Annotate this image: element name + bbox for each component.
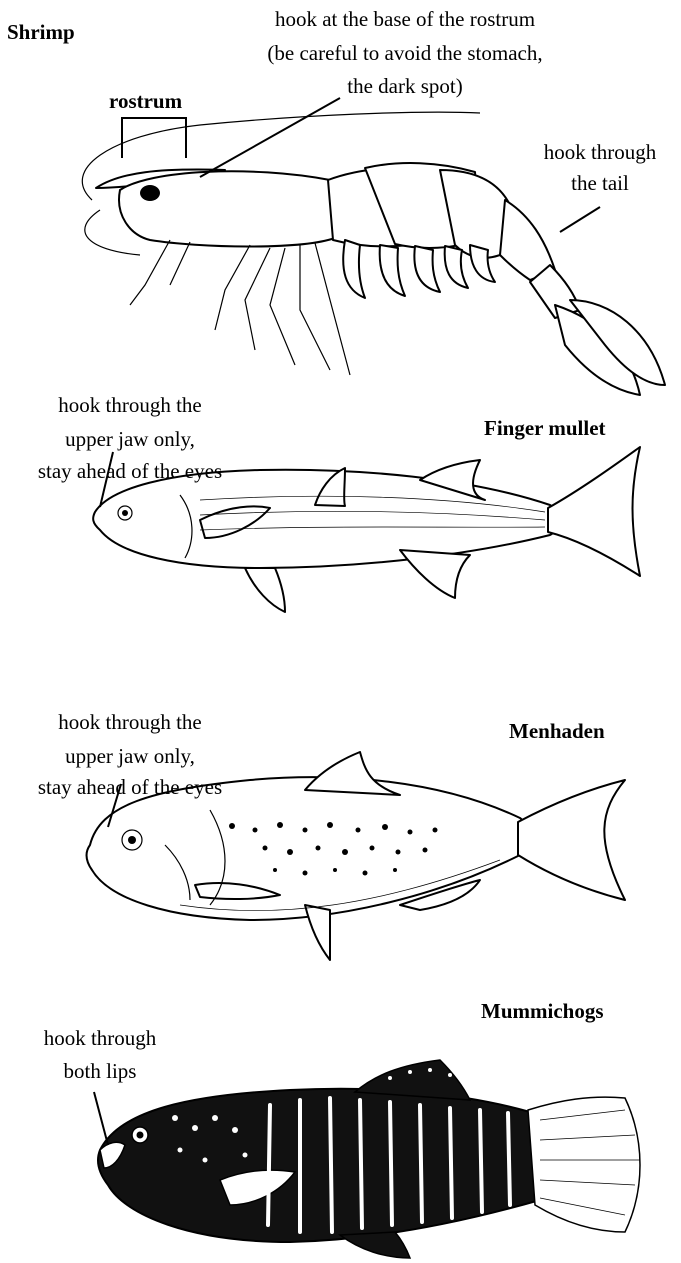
mummichog-note-line-2: both lips: [20, 1058, 180, 1084]
mummichog-title: Mummichogs: [481, 998, 604, 1024]
shrimp-tail-note-line-1: hook through: [520, 139, 680, 165]
menhaden-note-line-3: stay ahead of the eyes: [0, 774, 260, 800]
mullet-note-line-1: hook through the: [0, 392, 260, 418]
shrimp-tail-note-line-2: the tail: [520, 170, 680, 196]
mummichog-note-line-1: hook through: [20, 1025, 180, 1051]
menhaden-note-line-2: upper jaw only,: [0, 743, 260, 769]
mullet-note-line-3: stay ahead of the eyes: [0, 458, 260, 484]
rostrum-label: rostrum: [109, 88, 182, 114]
menhaden-title: Menhaden: [509, 718, 605, 744]
menhaden-note-line-1: hook through the: [0, 709, 260, 735]
shrimp-base-note-line-1: hook at the base of the rostrum: [225, 6, 585, 32]
mullet-title: Finger mullet: [484, 415, 606, 441]
shrimp-base-note-line-3: the dark spot): [225, 73, 585, 99]
shrimp-title: Shrimp: [7, 19, 75, 45]
mummichog-illustration: [94, 1060, 640, 1258]
shrimp-base-note-line-2: (be careful to avoid the stomach,: [225, 40, 585, 66]
mullet-note-line-2: upper jaw only,: [0, 426, 260, 452]
